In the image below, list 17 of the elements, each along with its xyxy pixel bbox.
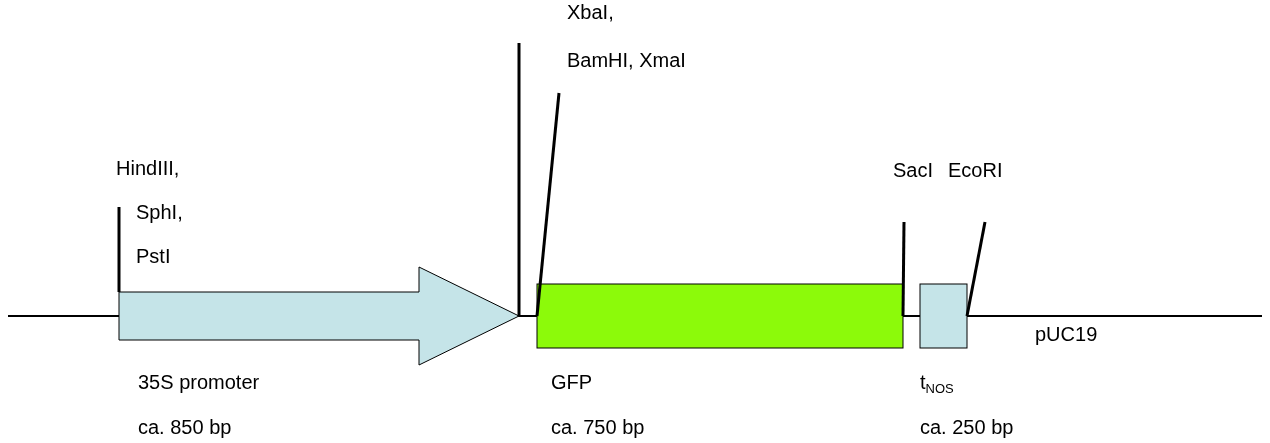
gene-label: t$_{NOS}$ <box>920 370 954 394</box>
gene-label: GFP <box>551 370 593 394</box>
restriction-site-marker <box>535 92 561 317</box>
restriction-site-marker <box>965 221 987 317</box>
length-label: ca. 750 bp <box>551 415 645 439</box>
restriction-site-label: EcoRI <box>948 158 1003 182</box>
length-label: ca. 850 bp <box>138 415 232 439</box>
restriction-site-marker <box>901 222 906 316</box>
restriction-site-marker <box>517 43 521 316</box>
restriction-site-label: BamHI, XmaI <box>567 48 686 72</box>
restriction-site-marker <box>117 207 121 292</box>
restriction-site-label: HindIII, SphI, PstI <box>116 156 184 269</box>
restriction-site-label: SacI <box>893 158 934 182</box>
vector-label: pUC19 <box>1035 322 1098 346</box>
restriction-site-label: XbaI, <box>567 0 614 24</box>
gene-label: 35S promoter <box>138 370 260 394</box>
length-label: ca. 250 bp <box>920 415 1014 439</box>
